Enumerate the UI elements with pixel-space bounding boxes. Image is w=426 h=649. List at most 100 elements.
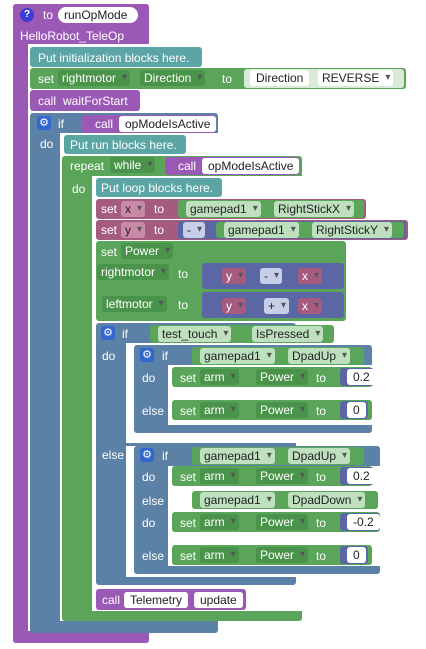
var-x-dropdown[interactable]: x bbox=[121, 201, 145, 217]
var-y-dropdown[interactable]: y bbox=[222, 298, 246, 314]
init-comment-block[interactable] bbox=[30, 47, 202, 67]
power-dropdown[interactable]: Power bbox=[256, 468, 309, 484]
dpad-up-dropdown[interactable]: DpadUp bbox=[288, 448, 351, 464]
arm-dropdown[interactable]: arm bbox=[200, 468, 239, 484]
set-label: set bbox=[180, 516, 197, 530]
to-label: to bbox=[316, 404, 327, 418]
var-x-dropdown[interactable]: x bbox=[298, 298, 322, 314]
is-pressed-dropdown[interactable]: IsPressed bbox=[252, 326, 324, 342]
run-comment-text: Put run blocks here. bbox=[70, 138, 177, 152]
power-dropdown[interactable]: Power bbox=[121, 243, 174, 259]
set-label: set bbox=[101, 245, 118, 259]
call-label: call bbox=[38, 94, 57, 108]
number-field[interactable]: 0.2 bbox=[347, 369, 376, 385]
set-label: set bbox=[101, 202, 118, 216]
set-label: set bbox=[180, 549, 197, 563]
gear-icon[interactable]: ⚙ bbox=[101, 326, 115, 340]
power-dropdown[interactable]: Power bbox=[256, 514, 309, 530]
dpad-up-dropdown[interactable]: DpadUp bbox=[288, 348, 351, 364]
do-label: do bbox=[40, 137, 54, 151]
plus-operator-dropdown[interactable]: + bbox=[264, 298, 290, 314]
if-label: if bbox=[162, 449, 168, 463]
class-name-label: HelloRobot_TeleOp bbox=[20, 29, 125, 43]
procedure-to-label: to bbox=[43, 8, 54, 22]
if-label: if bbox=[58, 117, 64, 131]
call-wait-block[interactable] bbox=[30, 90, 140, 111]
dpad-down-dropdown[interactable]: DpadDown bbox=[288, 492, 366, 508]
var-x-dropdown[interactable]: x bbox=[298, 268, 322, 284]
gear-icon[interactable]: ⚙ bbox=[37, 116, 51, 130]
minus-operator-dropdown[interactable]: - bbox=[260, 268, 282, 284]
to-label: to bbox=[154, 223, 165, 237]
call-label: call bbox=[95, 117, 114, 131]
to-label: to bbox=[316, 470, 327, 484]
device-dropdown[interactable]: rightmotor bbox=[58, 70, 131, 86]
property-dropdown[interactable]: Direction bbox=[140, 70, 206, 86]
power-dropdown[interactable]: Power bbox=[256, 547, 309, 563]
gamepad-dropdown[interactable]: gamepad1 bbox=[200, 448, 275, 464]
op-mode-active-field: opModeIsActive bbox=[119, 116, 217, 132]
to-label: to bbox=[316, 371, 327, 385]
set-label: set bbox=[180, 470, 197, 484]
else-label: else bbox=[142, 404, 165, 418]
arm-dropdown[interactable]: arm bbox=[200, 402, 239, 418]
if-label: if bbox=[162, 349, 168, 363]
do-label: do bbox=[72, 182, 86, 196]
loop-comment-text: Put loop blocks here. bbox=[101, 181, 214, 195]
touch-sensor-dropdown[interactable]: test_touch bbox=[158, 326, 232, 342]
to-label: to bbox=[222, 72, 233, 86]
else-label: else bbox=[142, 549, 165, 563]
else-label: else bbox=[102, 448, 125, 462]
number-field[interactable]: 0 bbox=[347, 402, 366, 418]
gear-icon[interactable]: ⚙ bbox=[140, 448, 154, 462]
right-stick-y-dropdown[interactable]: RightStickY bbox=[312, 222, 393, 238]
do-label: do bbox=[142, 516, 156, 530]
var-y-dropdown[interactable]: y bbox=[222, 268, 246, 284]
gamepad-dropdown[interactable]: gamepad1 bbox=[200, 492, 275, 508]
procedure-footer bbox=[13, 631, 149, 643]
arm-dropdown[interactable]: arm bbox=[200, 514, 239, 530]
gamepad-dropdown[interactable]: gamepad1 bbox=[224, 222, 299, 238]
to-label: to bbox=[178, 267, 189, 281]
do-label: do bbox=[142, 371, 156, 385]
repeat-label: repeat bbox=[70, 159, 105, 173]
call-label: call bbox=[178, 159, 197, 173]
to-label: to bbox=[316, 549, 327, 563]
else-if-label: else if bbox=[142, 494, 174, 508]
do-label: do bbox=[142, 470, 156, 484]
arm-dropdown[interactable]: arm bbox=[200, 369, 239, 385]
leftmotor-dropdown[interactable]: leftmotor bbox=[102, 296, 167, 312]
negate-dropdown[interactable]: - bbox=[183, 222, 205, 238]
do-label: do bbox=[102, 349, 116, 363]
to-label: to bbox=[154, 202, 165, 216]
power-dropdown[interactable]: Power bbox=[256, 369, 309, 385]
run-comment-block[interactable] bbox=[64, 135, 186, 154]
set-label: set bbox=[180, 404, 197, 418]
number-field[interactable]: 0.2 bbox=[347, 468, 376, 484]
telemetry-field: Telemetry bbox=[124, 592, 189, 608]
set-label: set bbox=[180, 371, 197, 385]
rightmotor-dropdown[interactable]: rightmotor bbox=[97, 264, 170, 280]
to-label: to bbox=[178, 298, 189, 312]
number-field[interactable]: -0.2 bbox=[347, 514, 380, 530]
direction-value-dropdown[interactable]: REVERSE bbox=[318, 70, 394, 86]
op-mode-active-field: opModeIsActive bbox=[202, 158, 300, 174]
while-dropdown[interactable]: while bbox=[110, 157, 156, 173]
arm-dropdown[interactable]: arm bbox=[200, 547, 239, 563]
direction-label: Direction bbox=[250, 70, 310, 86]
wait-for-start-label: waitForStart bbox=[63, 94, 128, 108]
update-field: update bbox=[194, 592, 243, 608]
gamepad-dropdown[interactable]: gamepad1 bbox=[186, 201, 261, 217]
loop-comment-block[interactable] bbox=[96, 178, 222, 197]
gamepad-dropdown[interactable]: gamepad1 bbox=[200, 348, 275, 364]
right-stick-x-dropdown[interactable]: RightStickX bbox=[274, 201, 355, 217]
help-icon[interactable]: ? bbox=[20, 8, 34, 22]
set-label: set bbox=[101, 223, 118, 237]
call-label: call bbox=[102, 593, 121, 607]
number-field[interactable]: 0 bbox=[347, 547, 366, 563]
var-y-dropdown[interactable]: y bbox=[121, 222, 145, 238]
gear-icon[interactable]: ⚙ bbox=[140, 348, 154, 362]
function-name-field[interactable]: runOpMode bbox=[58, 7, 138, 23]
to-label: to bbox=[316, 516, 327, 530]
power-dropdown[interactable]: Power bbox=[256, 402, 309, 418]
